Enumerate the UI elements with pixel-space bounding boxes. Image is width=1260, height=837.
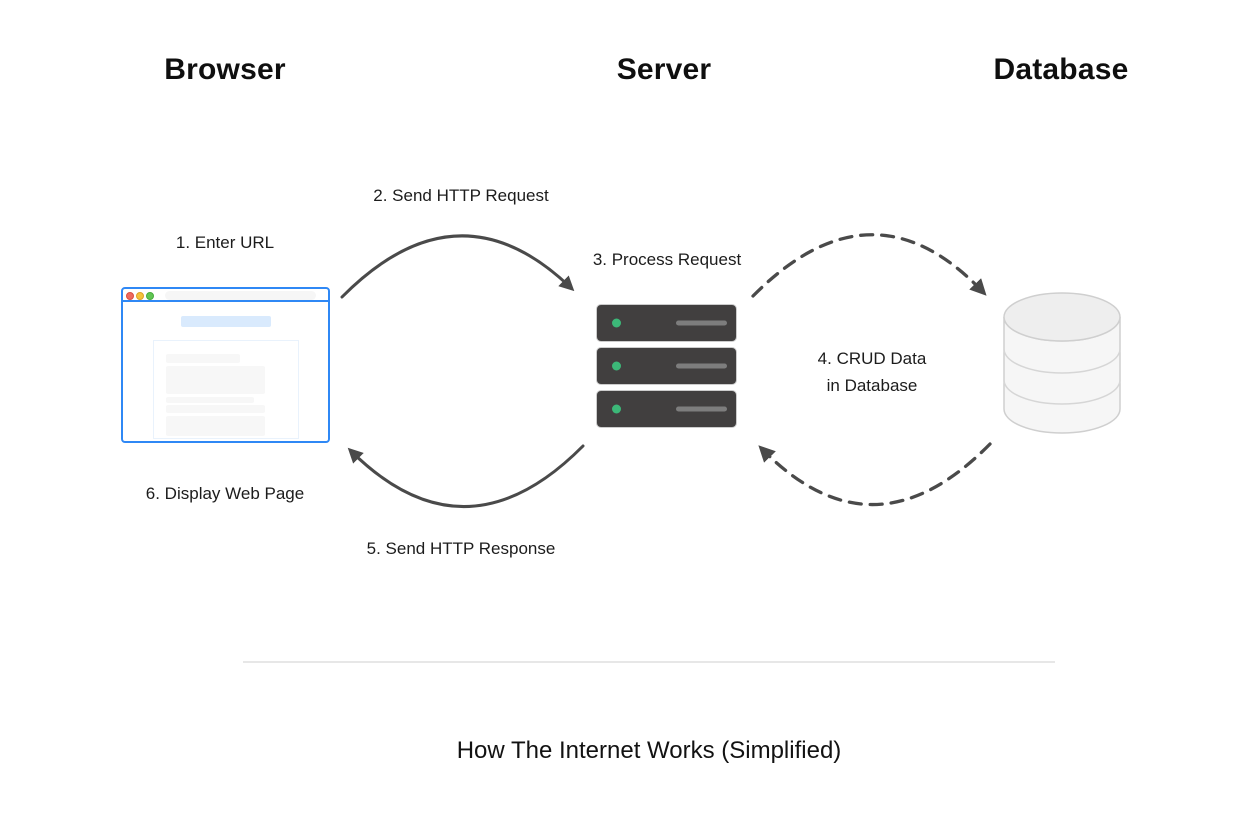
step-label-1: 1. Enter URL: [175, 233, 275, 252]
placeholder-block: [166, 366, 265, 394]
step-label-4: 4. CRUD Data in Database: [752, 345, 992, 399]
page-header-placeholder: [181, 316, 271, 327]
server-led-icon: [612, 404, 621, 414]
url-bar: [165, 291, 316, 300]
server-unit: [596, 347, 737, 385]
placeholder-bar: [166, 405, 265, 413]
placeholder-bar: [166, 397, 254, 403]
browser-titlebar: [123, 289, 328, 302]
column-heading-browser: Browser: [164, 53, 286, 86]
step-label-4-line1: 4. CRUD Data: [817, 349, 927, 368]
page-content-box: [153, 340, 299, 439]
step-label-3: 3. Process Request: [592, 250, 742, 269]
traffic-light-yellow-icon: [136, 291, 144, 300]
server-slot: [676, 320, 727, 326]
database-divider-line: [1003, 348, 1121, 374]
server-led-icon: [612, 318, 621, 328]
arrow-server-to-browser: [347, 444, 585, 508]
server-rack-icon: [596, 304, 737, 428]
column-heading-server: Server: [616, 53, 712, 86]
step-label-2: 2. Send HTTP Request: [373, 186, 549, 205]
browser-window-icon: [121, 287, 330, 443]
placeholder-bar: [166, 354, 240, 363]
diagram-title: How The Internet Works (Simplified): [456, 737, 842, 764]
server-slot: [676, 406, 727, 412]
database-top-ellipse: [1003, 292, 1121, 342]
database-divider-line: [1003, 379, 1121, 405]
traffic-light-green-icon: [146, 291, 154, 300]
browser-viewport: [123, 302, 328, 441]
arrow-database-to-server: [758, 442, 992, 507]
step-label-4-line2: in Database: [826, 376, 918, 395]
database-cylinder-icon: [1003, 292, 1121, 434]
placeholder-block: [166, 416, 265, 436]
server-led-icon: [612, 361, 621, 371]
divider: [243, 661, 1055, 663]
server-unit: [596, 390, 737, 428]
arrow-server-to-database: [751, 233, 987, 298]
server-unit: [596, 304, 737, 342]
column-heading-database: Database: [993, 53, 1129, 86]
step-label-6: 6. Display Web Page: [145, 484, 305, 503]
arrow-browser-to-server: [340, 234, 575, 299]
traffic-light-red-icon: [126, 291, 134, 300]
step-label-5: 5. Send HTTP Response: [366, 539, 556, 558]
server-slot: [676, 363, 727, 369]
